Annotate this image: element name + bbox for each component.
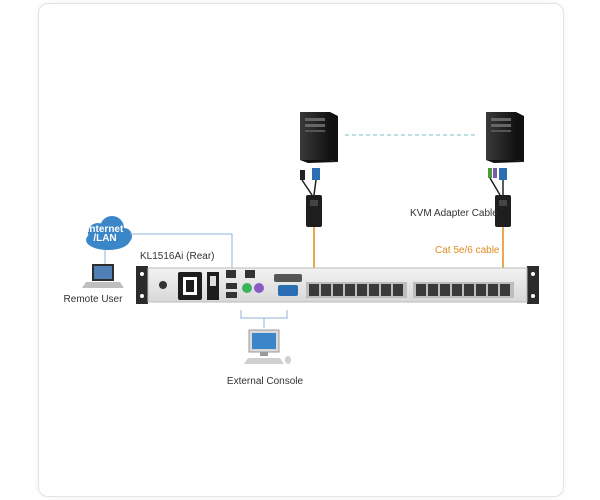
rj45-port (357, 284, 367, 296)
server-icon (300, 112, 338, 163)
kvm-adapter-icon (488, 168, 511, 227)
rj45-port (416, 284, 426, 296)
kvm-port-bank-right (413, 282, 514, 298)
cat-cable-label: Cat 5e/6 cable (435, 245, 500, 256)
kvm-port-bank-left (306, 282, 407, 298)
serial-port (274, 274, 302, 282)
rj45-port (333, 284, 343, 296)
diagram-card (38, 3, 564, 497)
external-console-label: External Console (227, 376, 304, 387)
lan-port (226, 270, 236, 278)
rj45-port (476, 284, 486, 296)
rj45-port (321, 284, 331, 296)
rj45-port (393, 284, 403, 296)
rj45-port (464, 284, 474, 296)
ground-screw (159, 281, 167, 289)
rj45-port (428, 284, 438, 296)
lan-port-2 (245, 270, 255, 278)
cloud-icon (86, 216, 132, 250)
rj45-port (381, 284, 391, 296)
ps2-port-green (242, 283, 252, 293)
rj45-port (369, 284, 379, 296)
remote-user-label: Remote User (64, 294, 124, 305)
laptop-icon (82, 264, 124, 288)
rj45-port (452, 284, 462, 296)
kvm-adapter-label: KVM Adapter Cable (410, 208, 498, 219)
server-icon (486, 112, 524, 163)
desktop-pc-icon (244, 329, 291, 364)
rack-ear-left (136, 266, 148, 304)
kvm-adapter-icon (300, 168, 322, 227)
rj45-port (309, 284, 319, 296)
ps2-port-purple (254, 283, 264, 293)
cloud-label-line2: /LAN (93, 233, 116, 244)
usb-port (226, 283, 237, 289)
rj45-port (488, 284, 498, 296)
cloud-label-line1: Internet (87, 224, 124, 235)
rj45-port (500, 284, 510, 296)
rack-ear-right (527, 266, 539, 304)
lan-line (130, 233, 233, 268)
usb-port-2 (226, 292, 237, 298)
vga-port (278, 285, 298, 296)
rj45-port (440, 284, 450, 296)
console-bracket (240, 310, 288, 319)
rj45-port (345, 284, 355, 296)
device-label: KL1516Ai (Rear) (140, 251, 214, 262)
